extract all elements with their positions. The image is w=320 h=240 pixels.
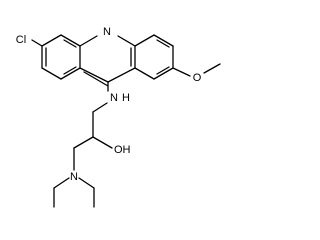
amine-nitrogen-label: N xyxy=(110,92,118,104)
chlorine-label: Cl xyxy=(16,34,26,46)
amine-hydrogen-label: H xyxy=(122,92,130,104)
ring-nitrogen-label: N xyxy=(103,26,111,38)
methoxy-oxygen-label: O xyxy=(193,72,202,84)
methyl-bond xyxy=(203,63,221,74)
cl-bond xyxy=(31,39,43,47)
acridine-core xyxy=(41,34,174,87)
chemical-structure: N Cl O N H OH N xyxy=(16,26,221,208)
diethyl-nitrogen-label: N xyxy=(70,171,78,183)
side-chain xyxy=(53,81,113,208)
hydroxyl-label: OH xyxy=(114,144,131,156)
methoxy-bond xyxy=(172,67,191,77)
